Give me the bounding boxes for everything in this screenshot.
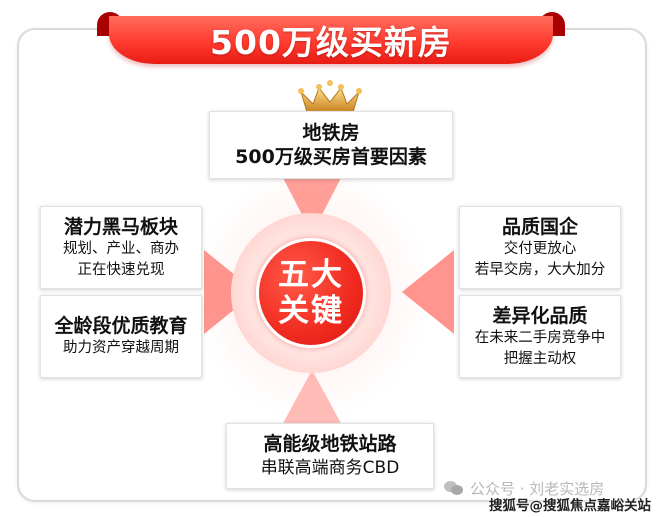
top-key-heading: 地铁房 — [302, 122, 360, 144]
top-key-text: 500万级买房首要因素 — [235, 146, 427, 168]
bottom-key-text: 串联高端商务CBD — [260, 458, 400, 478]
arrow-right-icon — [402, 250, 454, 334]
left-key-2-line-1: 助力资产穿越周期 — [63, 340, 179, 356]
bottom-key-heading: 高能级地铁站路 — [263, 433, 397, 455]
bottom-key-box: 高能级地铁站路 串联高端商务CBD — [226, 423, 434, 489]
right-key-1-heading: 品质国企 — [501, 215, 578, 238]
left-key-1-heading: 潜力黑马板块 — [63, 215, 178, 238]
right-key-box-1: 品质国企 交付更放心 若早交房，大大加分 — [459, 206, 621, 289]
left-key-2-heading: 全龄段优质教育 — [54, 315, 188, 337]
center-circle: 五大 关键 — [256, 238, 366, 348]
right-key-2-line-1: 在未来二手房竞争中 — [474, 329, 606, 346]
left-key-box-1: 潜力黑马板块 规划、产业、商办 正在快速兑现 — [40, 206, 202, 289]
left-key-1-line-1: 规划、产业、商办 — [63, 240, 179, 257]
right-key-box-2: 差异化品质 在未来二手房竞争中 把握主动权 — [459, 295, 621, 378]
center-line-1: 五大 — [278, 257, 344, 293]
left-key-box-2: 全龄段优质教育 助力资产穿越周期 — [40, 295, 202, 378]
sohu-watermark: 搜狐号@搜狐焦点嘉峪关站 — [489, 498, 651, 514]
page-title: 500万级买新房 — [210, 23, 452, 62]
wechat-icon — [444, 481, 464, 496]
right-key-1-line-1: 交付更放心 — [503, 240, 577, 257]
right-key-2-heading: 差异化品质 — [492, 304, 588, 327]
top-key-box: 地铁房 500万级买房首要因素 — [209, 111, 453, 179]
center-line-2: 关键 — [278, 293, 344, 329]
arrow-bottom-icon — [282, 370, 342, 425]
wechat-account-text: 公众号 · 刘老实选房 — [470, 480, 605, 498]
right-key-2-line-2: 把握主动权 — [503, 350, 577, 367]
ribbon-band: 500万级买新房 — [109, 16, 553, 64]
title-ribbon: 500万级买新房 — [97, 12, 565, 68]
wechat-watermark: 公众号 · 刘老实选房 — [444, 478, 604, 499]
left-key-1-line-2: 正在快速兑现 — [77, 261, 165, 278]
right-key-1-line-2: 若早交房，大大加分 — [474, 261, 606, 278]
